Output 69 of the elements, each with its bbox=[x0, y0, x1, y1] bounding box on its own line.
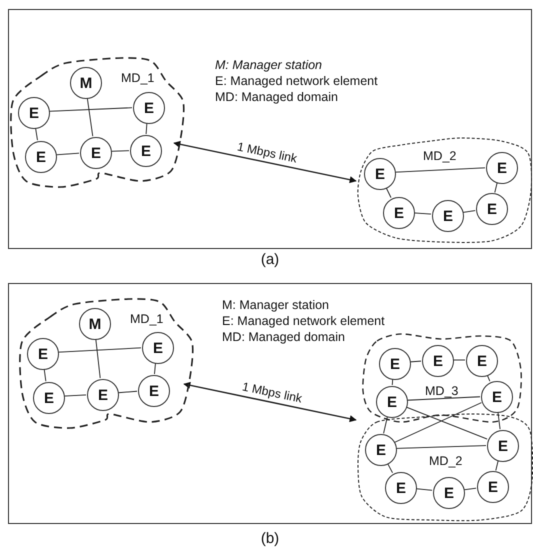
legend-text: MD: Managed domain bbox=[222, 330, 345, 345]
connection-line bbox=[383, 416, 388, 434]
legend-text: MD: Managed domain bbox=[215, 90, 338, 105]
network-element-node: E bbox=[33, 382, 65, 414]
network-element-node: E bbox=[385, 472, 417, 504]
connection-line bbox=[56, 152, 80, 156]
network-element-node: E bbox=[481, 381, 513, 413]
connection-line bbox=[405, 406, 488, 440]
connection-line bbox=[118, 390, 138, 394]
connection-line bbox=[462, 210, 476, 213]
connection-line bbox=[394, 167, 486, 173]
connection-line bbox=[406, 396, 480, 401]
network-element-node: E bbox=[80, 137, 112, 169]
managed-domain-region bbox=[9, 54, 187, 191]
network-element-node: E bbox=[376, 386, 408, 418]
domain-label: MD_3 bbox=[425, 384, 458, 398]
connection-line bbox=[48, 107, 132, 112]
network-element-node: E bbox=[466, 345, 498, 377]
connection-line bbox=[58, 347, 142, 353]
edge-label: 1 Mbps link bbox=[240, 380, 304, 406]
network-element-node: E bbox=[379, 348, 411, 380]
network-element-node: E bbox=[364, 158, 396, 190]
connection-line bbox=[396, 445, 486, 449]
panel-caption: (b) bbox=[260, 531, 280, 547]
network-element-node: E bbox=[365, 434, 397, 466]
legend-text: M: Manager station bbox=[215, 58, 322, 73]
link-arrow bbox=[173, 140, 357, 184]
connection-line bbox=[415, 488, 433, 491]
connection-line bbox=[394, 402, 482, 443]
link-arrow bbox=[183, 382, 357, 422]
connection-line bbox=[463, 488, 477, 490]
edge-label: 1 Mbps link bbox=[234, 140, 299, 166]
network-element-node: E bbox=[433, 477, 465, 509]
network-element-node: E bbox=[18, 97, 50, 129]
network-element-node: E bbox=[130, 135, 162, 167]
network-element-node: E bbox=[138, 375, 170, 407]
legend-text: E: Managed network element bbox=[215, 74, 378, 89]
connection-line bbox=[35, 127, 38, 141]
connection-line bbox=[498, 411, 500, 430]
legend-text: M: Manager station bbox=[222, 298, 329, 313]
network-element-node: E bbox=[422, 345, 454, 377]
network-element-node: E bbox=[27, 338, 59, 370]
connection-line bbox=[494, 182, 498, 193]
network-element-node: E bbox=[383, 197, 415, 229]
network-element-node: E bbox=[133, 92, 165, 124]
network-element-node: M bbox=[79, 308, 111, 340]
network-element-node: E bbox=[477, 471, 509, 503]
connection-line bbox=[495, 460, 499, 471]
connection-line bbox=[64, 394, 86, 397]
panel-caption: (a) bbox=[260, 252, 280, 268]
domain-label: MD_1 bbox=[121, 71, 154, 85]
connection-line bbox=[44, 368, 46, 382]
network-element-node: M bbox=[70, 67, 102, 99]
domain-label: MD_2 bbox=[423, 149, 456, 163]
domain-label: MD_2 bbox=[429, 454, 462, 468]
network-element-node: E bbox=[486, 152, 518, 184]
connection-line bbox=[86, 97, 94, 137]
network-element-node: E bbox=[487, 430, 519, 462]
legend-text: E: Managed network element bbox=[222, 314, 385, 329]
network-element-node: E bbox=[25, 141, 57, 173]
connection-line bbox=[414, 212, 432, 214]
network-element-node: E bbox=[142, 332, 174, 364]
connection-line bbox=[110, 150, 130, 152]
managed-domain-region bbox=[18, 295, 196, 432]
domain-label: MD_1 bbox=[130, 312, 164, 326]
network-element-node: E bbox=[432, 200, 464, 232]
network-element-node: E bbox=[87, 379, 119, 411]
connection-line bbox=[95, 338, 101, 379]
network-element-node: E bbox=[476, 193, 508, 225]
